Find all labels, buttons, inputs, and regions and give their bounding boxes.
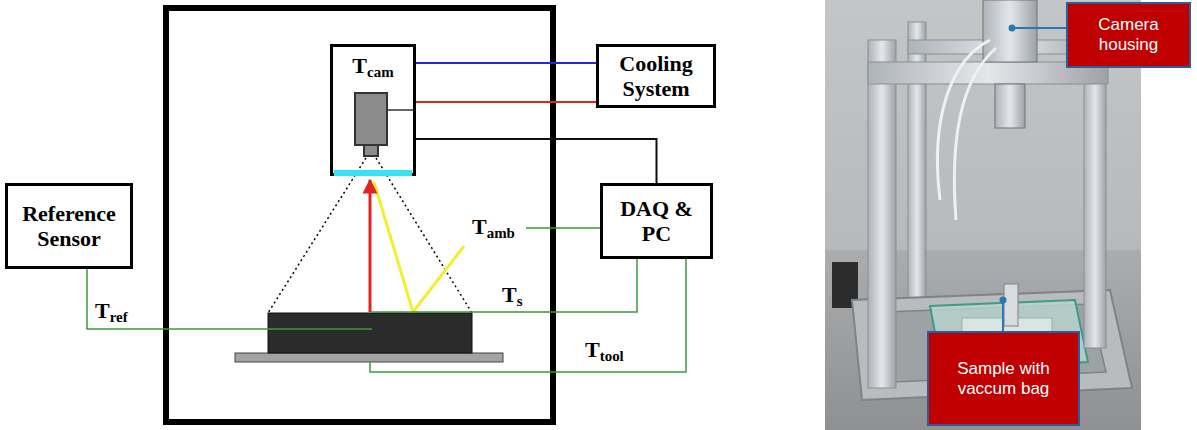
sensor-wire: [526, 227, 600, 229]
leader-dot: [1000, 297, 1007, 304]
connector-line: [416, 62, 596, 64]
callout-box: Sample with vaccum bag: [927, 331, 1080, 426]
camera-body: [355, 93, 387, 145]
reference-sensor-box: Reference Sensor: [5, 183, 133, 269]
camera-cylinder: [995, 84, 1025, 128]
leader-line: [1002, 300, 1004, 331]
camera-housing-box: Tcam: [330, 44, 416, 176]
sample: [268, 313, 472, 353]
leader-line: [1012, 27, 1066, 29]
signal-label: Tref: [93, 298, 130, 327]
leader-dot: [1009, 25, 1016, 32]
box-label: Sample with vaccum bag: [945, 359, 1063, 398]
sensor-wire: [370, 259, 637, 312]
cooling-system-box: Cooling System: [596, 44, 716, 108]
emitted-ray: [369, 180, 372, 312]
box-label: Tcam: [352, 53, 393, 82]
frame-post: [1084, 76, 1106, 348]
vacuum-port: [1004, 284, 1018, 326]
callout-box: Camera housing: [1066, 2, 1191, 68]
daq-pc-box: DAQ & PC: [600, 183, 713, 259]
camera-lens: [364, 145, 378, 156]
box-label: Reference Sensor: [12, 201, 126, 252]
signal-label: Ts: [500, 282, 525, 311]
connector-line: [416, 139, 657, 183]
coolant-hose: [954, 48, 996, 220]
reflected-ray: [374, 182, 413, 312]
connector-line: [416, 101, 596, 103]
box-label: Cooling System: [604, 51, 708, 102]
signal-label: Tamb: [470, 214, 517, 243]
camera-cable: [387, 109, 416, 111]
ambient-ray: [413, 246, 464, 312]
box-label: DAQ & PC: [616, 196, 698, 247]
frame-post: [868, 40, 896, 388]
field-of-view: [268, 158, 366, 313]
box-label: Camera housing: [1075, 15, 1183, 54]
sensor-wire: [370, 259, 686, 372]
tool-plate: [235, 353, 503, 362]
signal-label: Ttool: [583, 337, 626, 366]
sensor-wire: [87, 269, 372, 329]
chamber-outline: [166, 8, 553, 422]
